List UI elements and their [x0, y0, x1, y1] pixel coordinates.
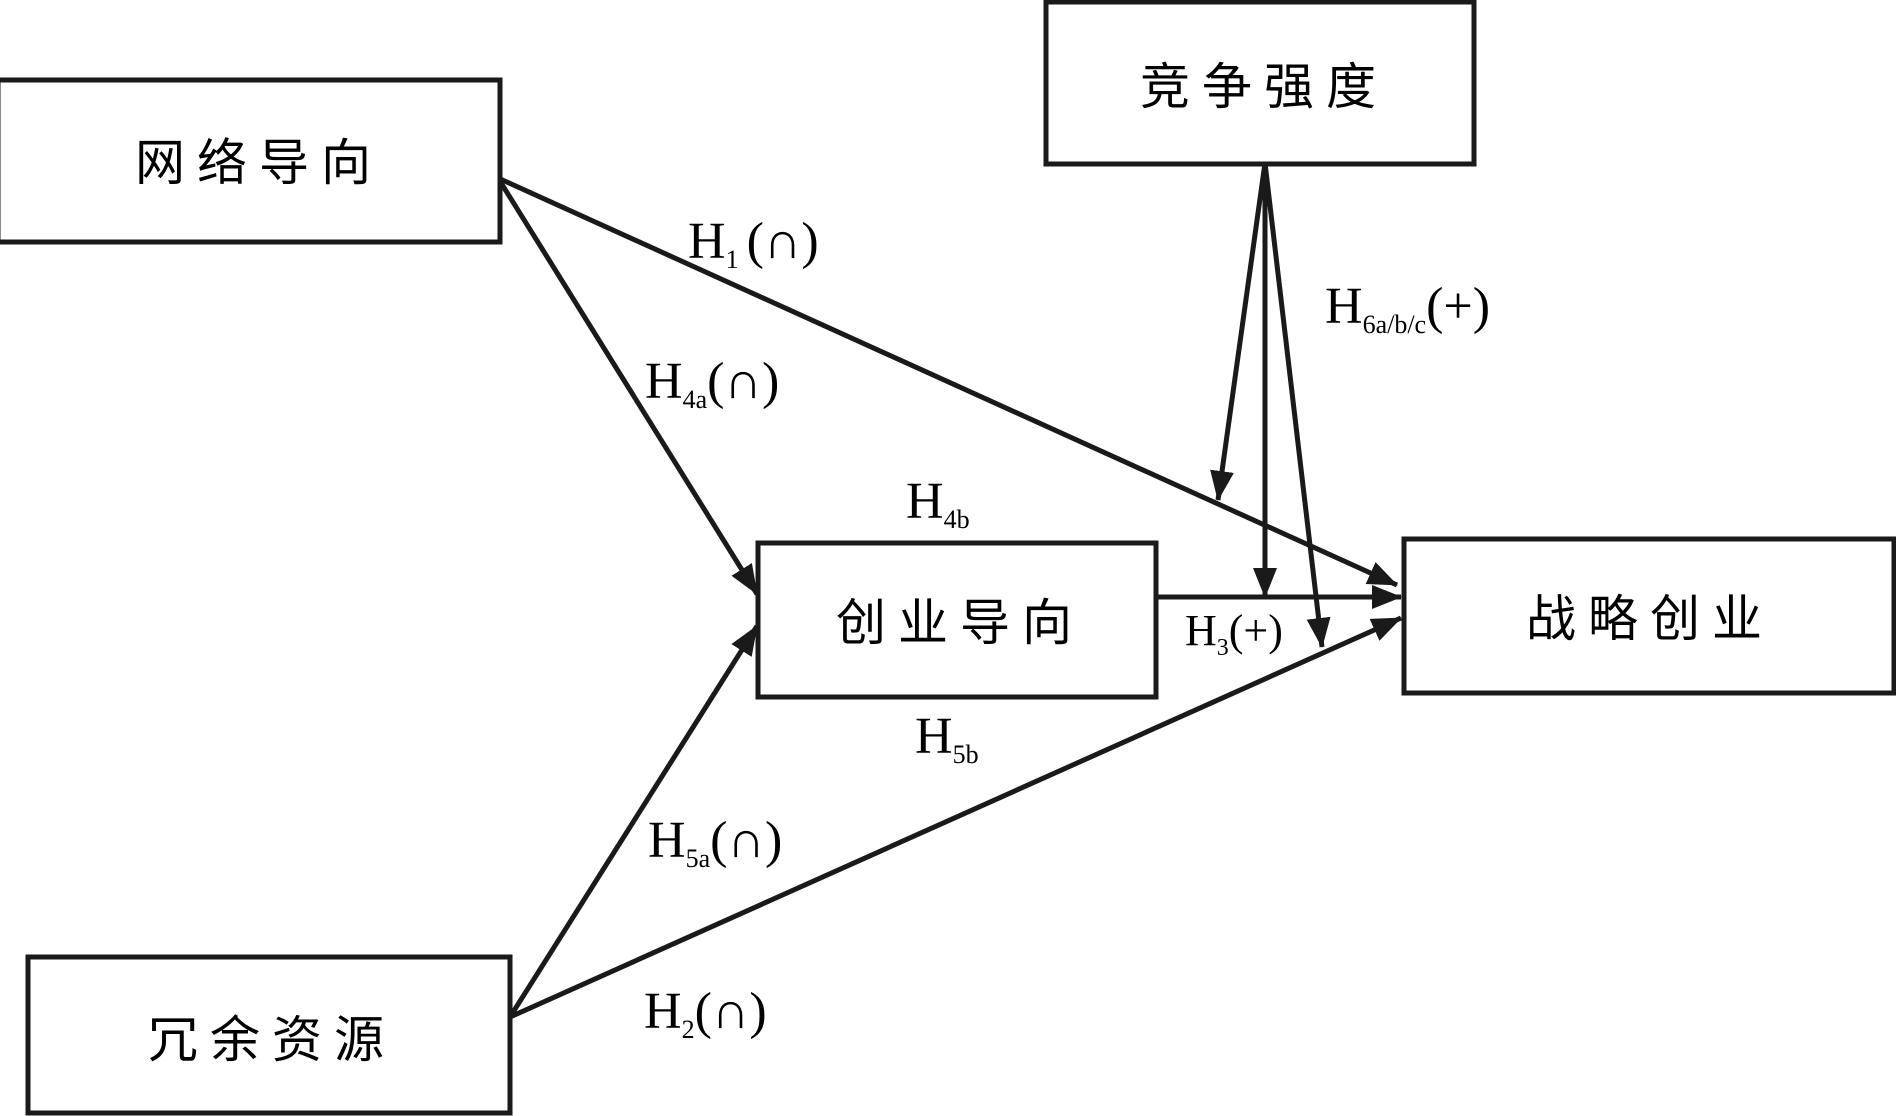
node-entrepreneurial-orientation: 创业导向: [755, 540, 1159, 700]
label-h5a: H5a(∩): [648, 812, 782, 873]
node-label: 网络导向: [135, 134, 383, 192]
label-h3: H3(+): [1185, 606, 1283, 661]
node-competition-intensity: 竞争强度: [1043, 0, 1477, 167]
node-strategic-entrepreneurship: 战略创业: [1401, 536, 1896, 696]
node-network-orientation: 网络导向: [0, 77, 503, 245]
label-h1: H1(∩): [688, 213, 819, 274]
edge-h1: [496, 175, 1399, 588]
label-h2: H2(∩): [644, 983, 767, 1044]
node-slack-resources: 冗余资源: [25, 954, 513, 1116]
edge-h5a: [507, 624, 760, 1019]
node-label: 竞争强度: [1140, 58, 1388, 116]
edge-h2: [508, 615, 1403, 1020]
node-label: 冗余资源: [148, 1011, 396, 1069]
node-label: 创业导向: [836, 594, 1084, 652]
edge-h4a: [495, 176, 760, 596]
label-h4b: H4b: [906, 473, 970, 534]
node-label: 战略创业: [1526, 590, 1774, 648]
label-h6: H6a/b/c(+): [1325, 278, 1490, 339]
edges: [495, 162, 1403, 1020]
edge-h6-left: [1210, 162, 1268, 501]
label-h4a: H4a(∩): [645, 353, 779, 414]
label-h5b: H5b: [915, 708, 979, 769]
edge-h6-right: [1262, 162, 1331, 648]
